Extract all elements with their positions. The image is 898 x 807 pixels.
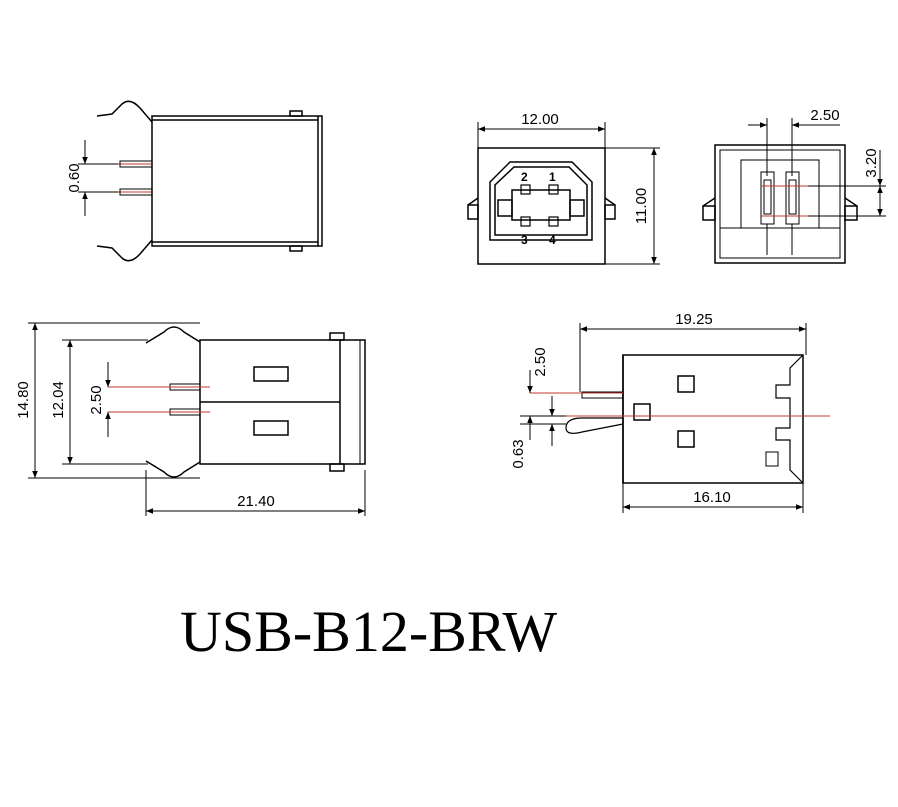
side-top-view: [96, 100, 323, 262]
dim-overall-height: 14.80: [15, 381, 32, 419]
side-view: [530, 354, 830, 484]
front-pin-numbers: 2 1 3 4: [521, 170, 556, 247]
pin-number-4: 4: [549, 233, 556, 247]
dim-pin-offset: 2.50: [532, 347, 549, 376]
dim-bottom-length: 21.40: [237, 493, 275, 510]
body-outline: [151, 115, 323, 247]
front-view: [467, 147, 616, 265]
dim-pin-thickness: 0.63: [510, 439, 527, 468]
rear-shell: [714, 144, 846, 264]
dim-overall-length: 19.25: [675, 311, 713, 328]
pin-number-1: 1: [549, 170, 556, 184]
usb-b-receptacle: [489, 161, 593, 241]
top-clip: [96, 100, 153, 123]
dim-bottom-pin-pitch: 2.50: [88, 385, 105, 414]
rear-dims: 2.50 3.20: [748, 107, 886, 217]
side-dims: 19.25 2.50 0.63 16.10: [510, 311, 807, 513]
rear-view: [702, 144, 858, 264]
dim-pin-span: 12.04: [50, 381, 67, 419]
dim-pin-pitch-060: 0.60: [66, 163, 83, 192]
front-shell: [477, 147, 606, 265]
dim-front-width: 12.00: [521, 111, 559, 128]
dim-front-height: 11.00: [633, 188, 650, 224]
bottom-view: [108, 326, 366, 478]
pin-number-2: 2: [521, 170, 528, 184]
dim-rear-pin-pitch: 2.50: [810, 107, 839, 124]
pin-number-3: 3: [521, 233, 528, 247]
dim-rear-offset: 3.20: [863, 148, 880, 177]
bottom-bottom-clip: [145, 460, 201, 478]
part-number-title: USB-B12-BRW: [180, 599, 558, 664]
dim-body-length: 16.10: [693, 489, 731, 506]
side-contact-spring: [565, 417, 624, 434]
side-top-dims: 0.60: [66, 140, 118, 216]
front-dims: 12.00 11.00: [477, 111, 660, 265]
bottom-dims: 14.80 12.04 2.50 21.40: [15, 322, 366, 516]
bottom-clip: [96, 239, 153, 262]
bottom-top-clip: [145, 326, 201, 344]
